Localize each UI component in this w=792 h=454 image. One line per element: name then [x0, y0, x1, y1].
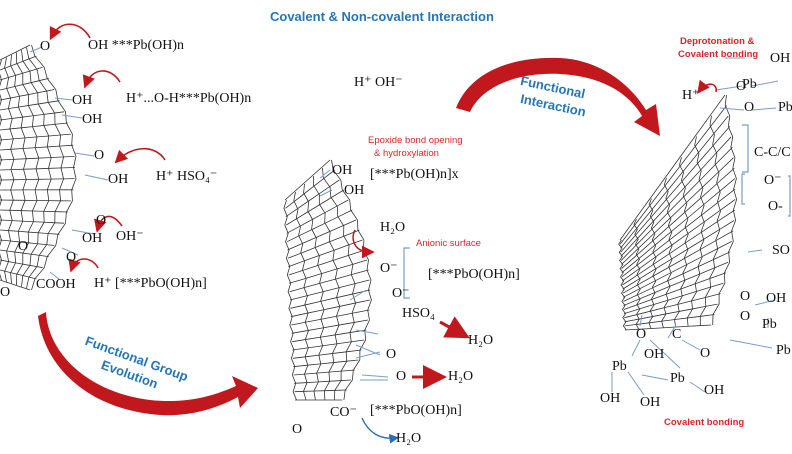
right-label: O — [700, 346, 711, 361]
left-label: OH — [108, 172, 129, 187]
big-curved-arrows — [38, 57, 660, 416]
middle-label: CO⁻ — [330, 405, 357, 420]
straight-arrows — [412, 316, 470, 389]
small-blue-arrow — [361, 417, 400, 444]
right-graphene-sheet — [618, 94, 738, 331]
right-label: Pb — [762, 317, 777, 332]
right-label: O- — [768, 199, 783, 214]
left-label: O — [0, 285, 11, 300]
middle-label: H₂O — [468, 333, 494, 348]
right-label: Pb — [742, 77, 757, 92]
middle-graphene-sheet — [283, 159, 372, 401]
left-label: O — [94, 148, 105, 163]
right-label: SO — [772, 243, 790, 258]
middle-label: O — [386, 347, 397, 362]
right-label: O⁻ — [764, 173, 782, 188]
covalent-note: Covalent bonding — [664, 417, 745, 428]
right-label: Pb — [612, 359, 627, 374]
middle-label: O⁻ — [392, 286, 410, 301]
left-label: O — [18, 239, 29, 254]
left-label: O — [40, 39, 51, 54]
left-label: H⁺ HSO₄⁻ — [156, 169, 218, 184]
epoxide-note-line1: Epoxide bond opening — [368, 135, 463, 146]
middle-label: [***PbO(OH)n] — [370, 403, 462, 418]
ions-label: H⁺ OH⁻ — [354, 75, 403, 90]
right-label: C-C/C — [754, 145, 791, 160]
middle-label: [***Pb(OH)n]x — [370, 167, 459, 182]
anionic-note: Anionic surface — [416, 238, 481, 249]
right-label: C — [672, 327, 682, 342]
right-label: O — [740, 309, 751, 324]
middle-label: [***PbO(OH)n] — [428, 267, 520, 282]
middle-label: HSO₄ — [402, 306, 435, 321]
left-label: OH — [82, 112, 103, 127]
right-label: Pb — [778, 100, 792, 115]
left-label: OH ***Pb(OH)n — [88, 38, 185, 53]
left-label: OH — [82, 231, 103, 246]
right-label: OH — [704, 383, 725, 398]
right-label: Pb — [670, 371, 685, 386]
middle-label: OH — [332, 163, 353, 178]
left-label: H⁺...O-H***Pb(OH)n — [126, 91, 252, 106]
middle-label: O — [292, 422, 303, 437]
middle-label: O — [396, 369, 407, 384]
left-label: COOH — [36, 277, 76, 292]
epoxide-note-line2: & hydroxylation — [374, 148, 439, 159]
right-label: OH — [770, 51, 791, 66]
small-curved-arrows — [49, 23, 717, 273]
left-label: O — [96, 213, 107, 228]
middle-label: H₂O — [448, 369, 474, 384]
right-label: O — [636, 327, 647, 342]
right-label: O — [736, 79, 747, 94]
left-graphene-sheet — [0, 44, 77, 291]
deprotonation-note-line2: Covalent bonding — [678, 49, 759, 60]
right-label: Pb — [776, 343, 791, 358]
right-label: H⁺ — [682, 88, 700, 103]
diagram-title: Covalent & Non-covalent Interaction — [270, 9, 494, 24]
brackets — [403, 124, 791, 299]
middle-label: H₂O — [380, 220, 406, 235]
right-label: OH — [600, 391, 621, 406]
right-label: O — [744, 100, 755, 115]
right-label: OH — [766, 291, 787, 306]
deprotonation-note-line1: Deprotonation & — [680, 36, 755, 47]
middle-label: H₂O — [396, 431, 422, 446]
middle-label: OH — [344, 183, 365, 198]
left-label: OH — [72, 93, 93, 108]
right-label: OH — [640, 395, 661, 410]
left-label: O — [66, 250, 77, 265]
left-label: OH⁻ — [116, 229, 144, 244]
bond-lines — [29, 46, 779, 396]
right-label: O — [740, 289, 751, 304]
left-label: H⁺ [***PbO(OH)n] — [94, 276, 207, 291]
middle-label: O⁻ — [380, 261, 398, 276]
right-label: OH — [644, 347, 665, 362]
